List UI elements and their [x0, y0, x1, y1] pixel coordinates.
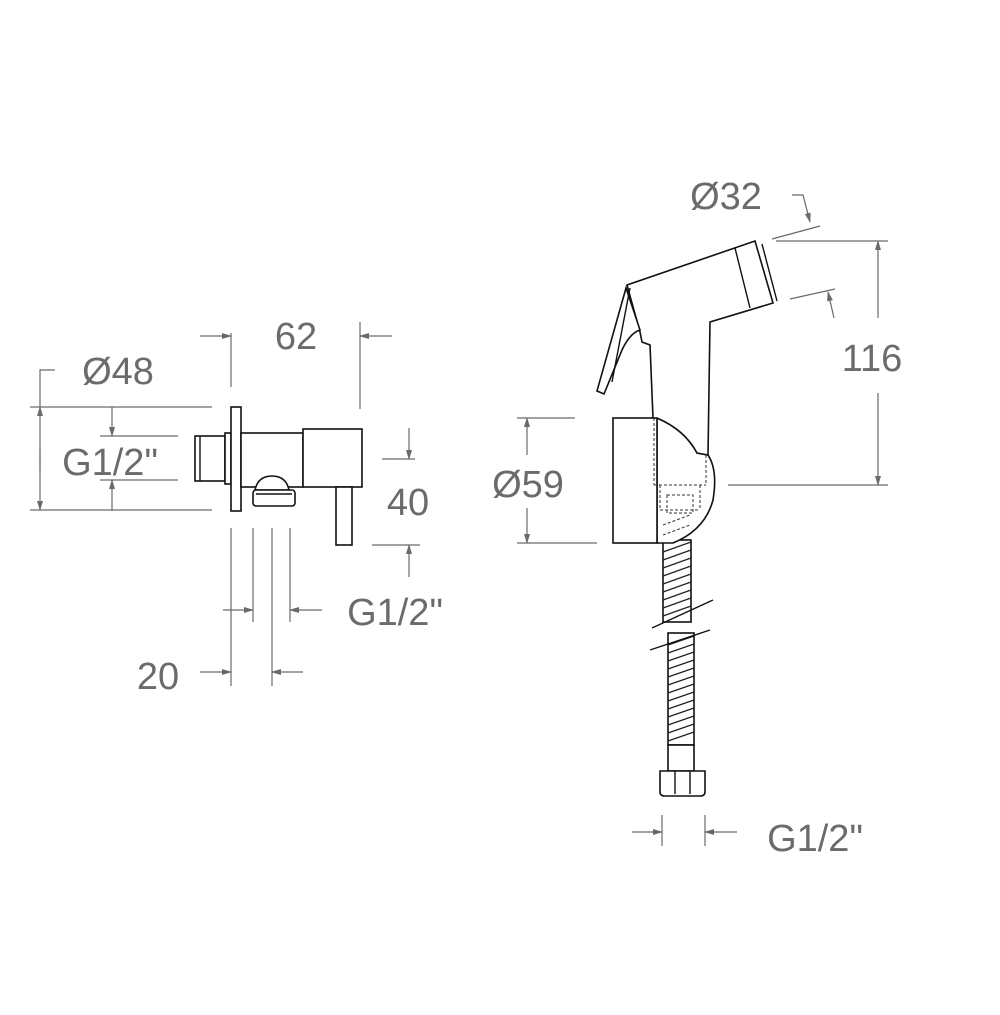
angle-valve — [194, 406, 363, 546]
wall-flange — [230, 406, 242, 512]
sprayer-dimensions: Ø32 116 Ø59 G1/2" — [492, 176, 902, 860]
sprayer-handle — [626, 239, 774, 456]
sprayer-nozzle — [734, 247, 751, 309]
dim-nozzle-diameter-label: Ø32 — [690, 176, 762, 218]
dim-hose-thread-label: G1/2" — [767, 818, 863, 860]
wall-holder — [612, 417, 658, 544]
hose — [649, 539, 714, 797]
outlet-dome — [254, 475, 290, 491]
dim-height-label: 40 — [387, 482, 429, 524]
outlet-nut — [252, 489, 296, 507]
dim-holder-diameter-label: Ø59 — [492, 464, 564, 506]
dim-outlet-thread-label: G1/2" — [347, 592, 443, 634]
valve-cap — [302, 428, 363, 488]
dim-length-label: 62 — [275, 316, 317, 358]
hidden-lines — [653, 418, 707, 536]
nipple-ring — [224, 432, 232, 485]
dim-sprayer-height-label: 116 — [842, 338, 903, 380]
valve-dimensions: 62 Ø48 G1/2" 40 G1/2" 20 — [30, 316, 443, 698]
dim-outlet-offset-label: 20 — [137, 656, 179, 698]
hose-hex-nut — [659, 770, 706, 797]
hand-sprayer — [596, 239, 778, 797]
valve-lever — [335, 486, 353, 546]
dim-inlet-thread-label: G1/2" — [62, 442, 158, 484]
dim-flange-diameter-label: Ø48 — [82, 351, 154, 393]
sprayer-trigger — [596, 285, 642, 396]
